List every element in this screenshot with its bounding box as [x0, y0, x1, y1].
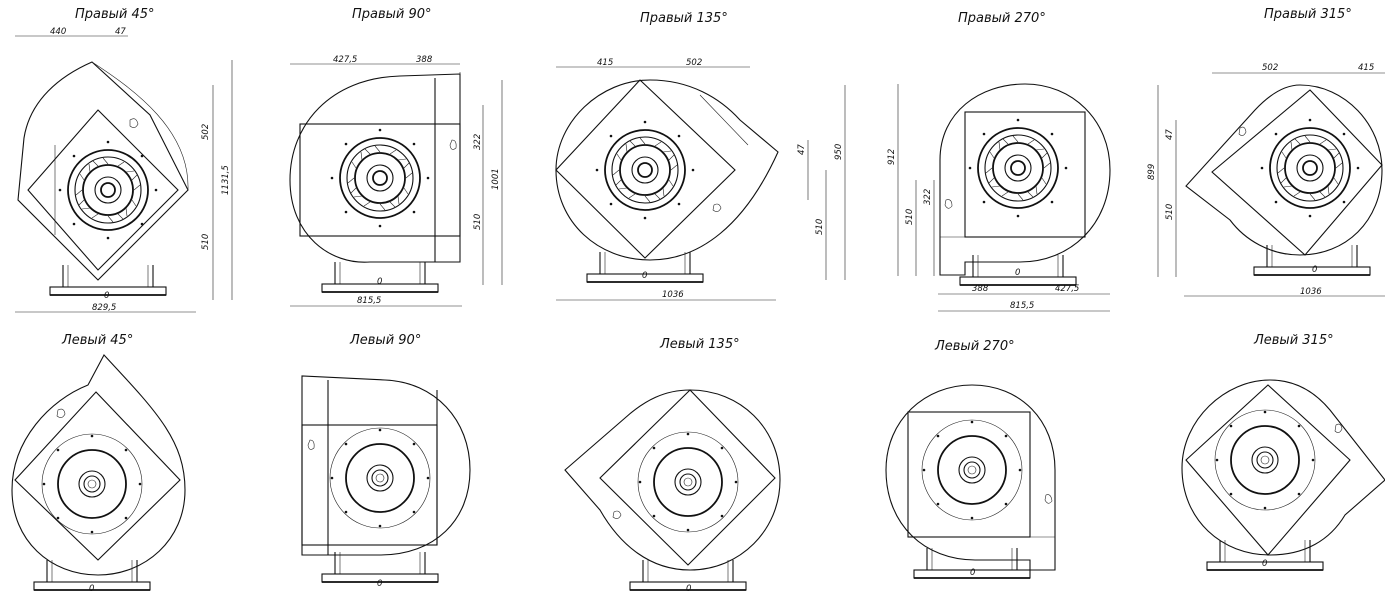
dim-label: 1001 — [491, 168, 501, 190]
view-title: Левый 90° — [349, 333, 421, 348]
view-left-45: Левый 45° 0 — [11, 333, 186, 594]
view-title: Левый 270° — [934, 339, 1015, 354]
dim-label: 510 — [201, 234, 211, 250]
dim-label: 1036 — [662, 290, 684, 300]
dim-label: 510 — [473, 214, 483, 230]
view-title: Левый 45° — [61, 333, 133, 348]
view-right-90: Правый 90° 0 427,5 388 322 1001 510 815,… — [289, 7, 503, 307]
view-right-270: Правый 270° 0 912 322 510 388 427,5 815,… — [887, 11, 1111, 312]
dim-label: 912 — [887, 149, 897, 165]
dim-label: 510 — [905, 209, 915, 225]
dim-label: 0 — [642, 271, 647, 281]
dim-label: 0 — [377, 579, 382, 589]
dim-label: 502 — [686, 58, 702, 68]
dim-label: 47 — [115, 27, 126, 37]
view-left-90: Левый 90° 0 — [301, 333, 471, 589]
dim-label: 322 — [473, 134, 483, 150]
view-right-315: Правый 315° 0 502 415 47 899 510 1036 — [1147, 7, 1385, 297]
dim-label: 388 — [972, 284, 989, 294]
dim-label: 0 — [377, 277, 382, 287]
view-title: Правый 315° — [1264, 7, 1352, 22]
dim-label: 427,5 — [1055, 284, 1079, 294]
view-title: Левый 135° — [659, 337, 740, 352]
dim-label: 950 — [834, 144, 844, 160]
view-title: Левый 315° — [1253, 333, 1334, 348]
dim-label: 0 — [970, 568, 975, 578]
dim-label: 0 — [686, 584, 691, 594]
view-right-135: Правый 135° 0 415 502 47 950 510 1036 — [555, 11, 846, 301]
view-left-315: Левый 315° 0 — [1181, 333, 1385, 571]
dim-label: 1131,5 — [221, 165, 231, 195]
dim-label: 899 — [1147, 164, 1157, 180]
dim-label: 427,5 — [333, 55, 357, 65]
view-title: Правый 45° — [75, 7, 155, 22]
dim-label: 47 — [1165, 129, 1175, 140]
dim-label: 0 — [1015, 268, 1020, 278]
view-right-45: Правый 45° 0 440 47 502 1131,5 510 829,5 — [15, 7, 233, 313]
dim-label: 440 — [50, 27, 66, 37]
dim-label: 0 — [104, 291, 109, 301]
dim-label: 829,5 — [92, 303, 116, 313]
view-left-135: Левый 135° 0 — [564, 337, 781, 594]
dim-label: 0 — [89, 584, 94, 594]
dim-label: 322 — [923, 189, 933, 205]
dim-label: 510 — [815, 219, 825, 235]
dim-label: 0 — [1262, 559, 1267, 569]
view-title: Правый 90° — [352, 7, 432, 22]
dim-label: 815,5 — [357, 296, 381, 306]
dim-label: 415 — [597, 58, 613, 68]
dim-label: 502 — [201, 124, 211, 140]
dim-label: 1036 — [1300, 287, 1322, 297]
view-title: Правый 135° — [640, 11, 728, 26]
dim-label: 815,5 — [1010, 301, 1034, 311]
dim-label: 510 — [1165, 204, 1175, 220]
dim-label: 388 — [416, 55, 433, 65]
dim-label: 0 — [1312, 265, 1317, 275]
dim-label: 502 — [1262, 63, 1278, 73]
dim-label: 47 — [797, 144, 807, 155]
view-left-270: Левый 270° 0 — [885, 339, 1056, 579]
dim-label: 415 — [1358, 63, 1374, 73]
view-title: Правый 270° — [958, 11, 1046, 26]
